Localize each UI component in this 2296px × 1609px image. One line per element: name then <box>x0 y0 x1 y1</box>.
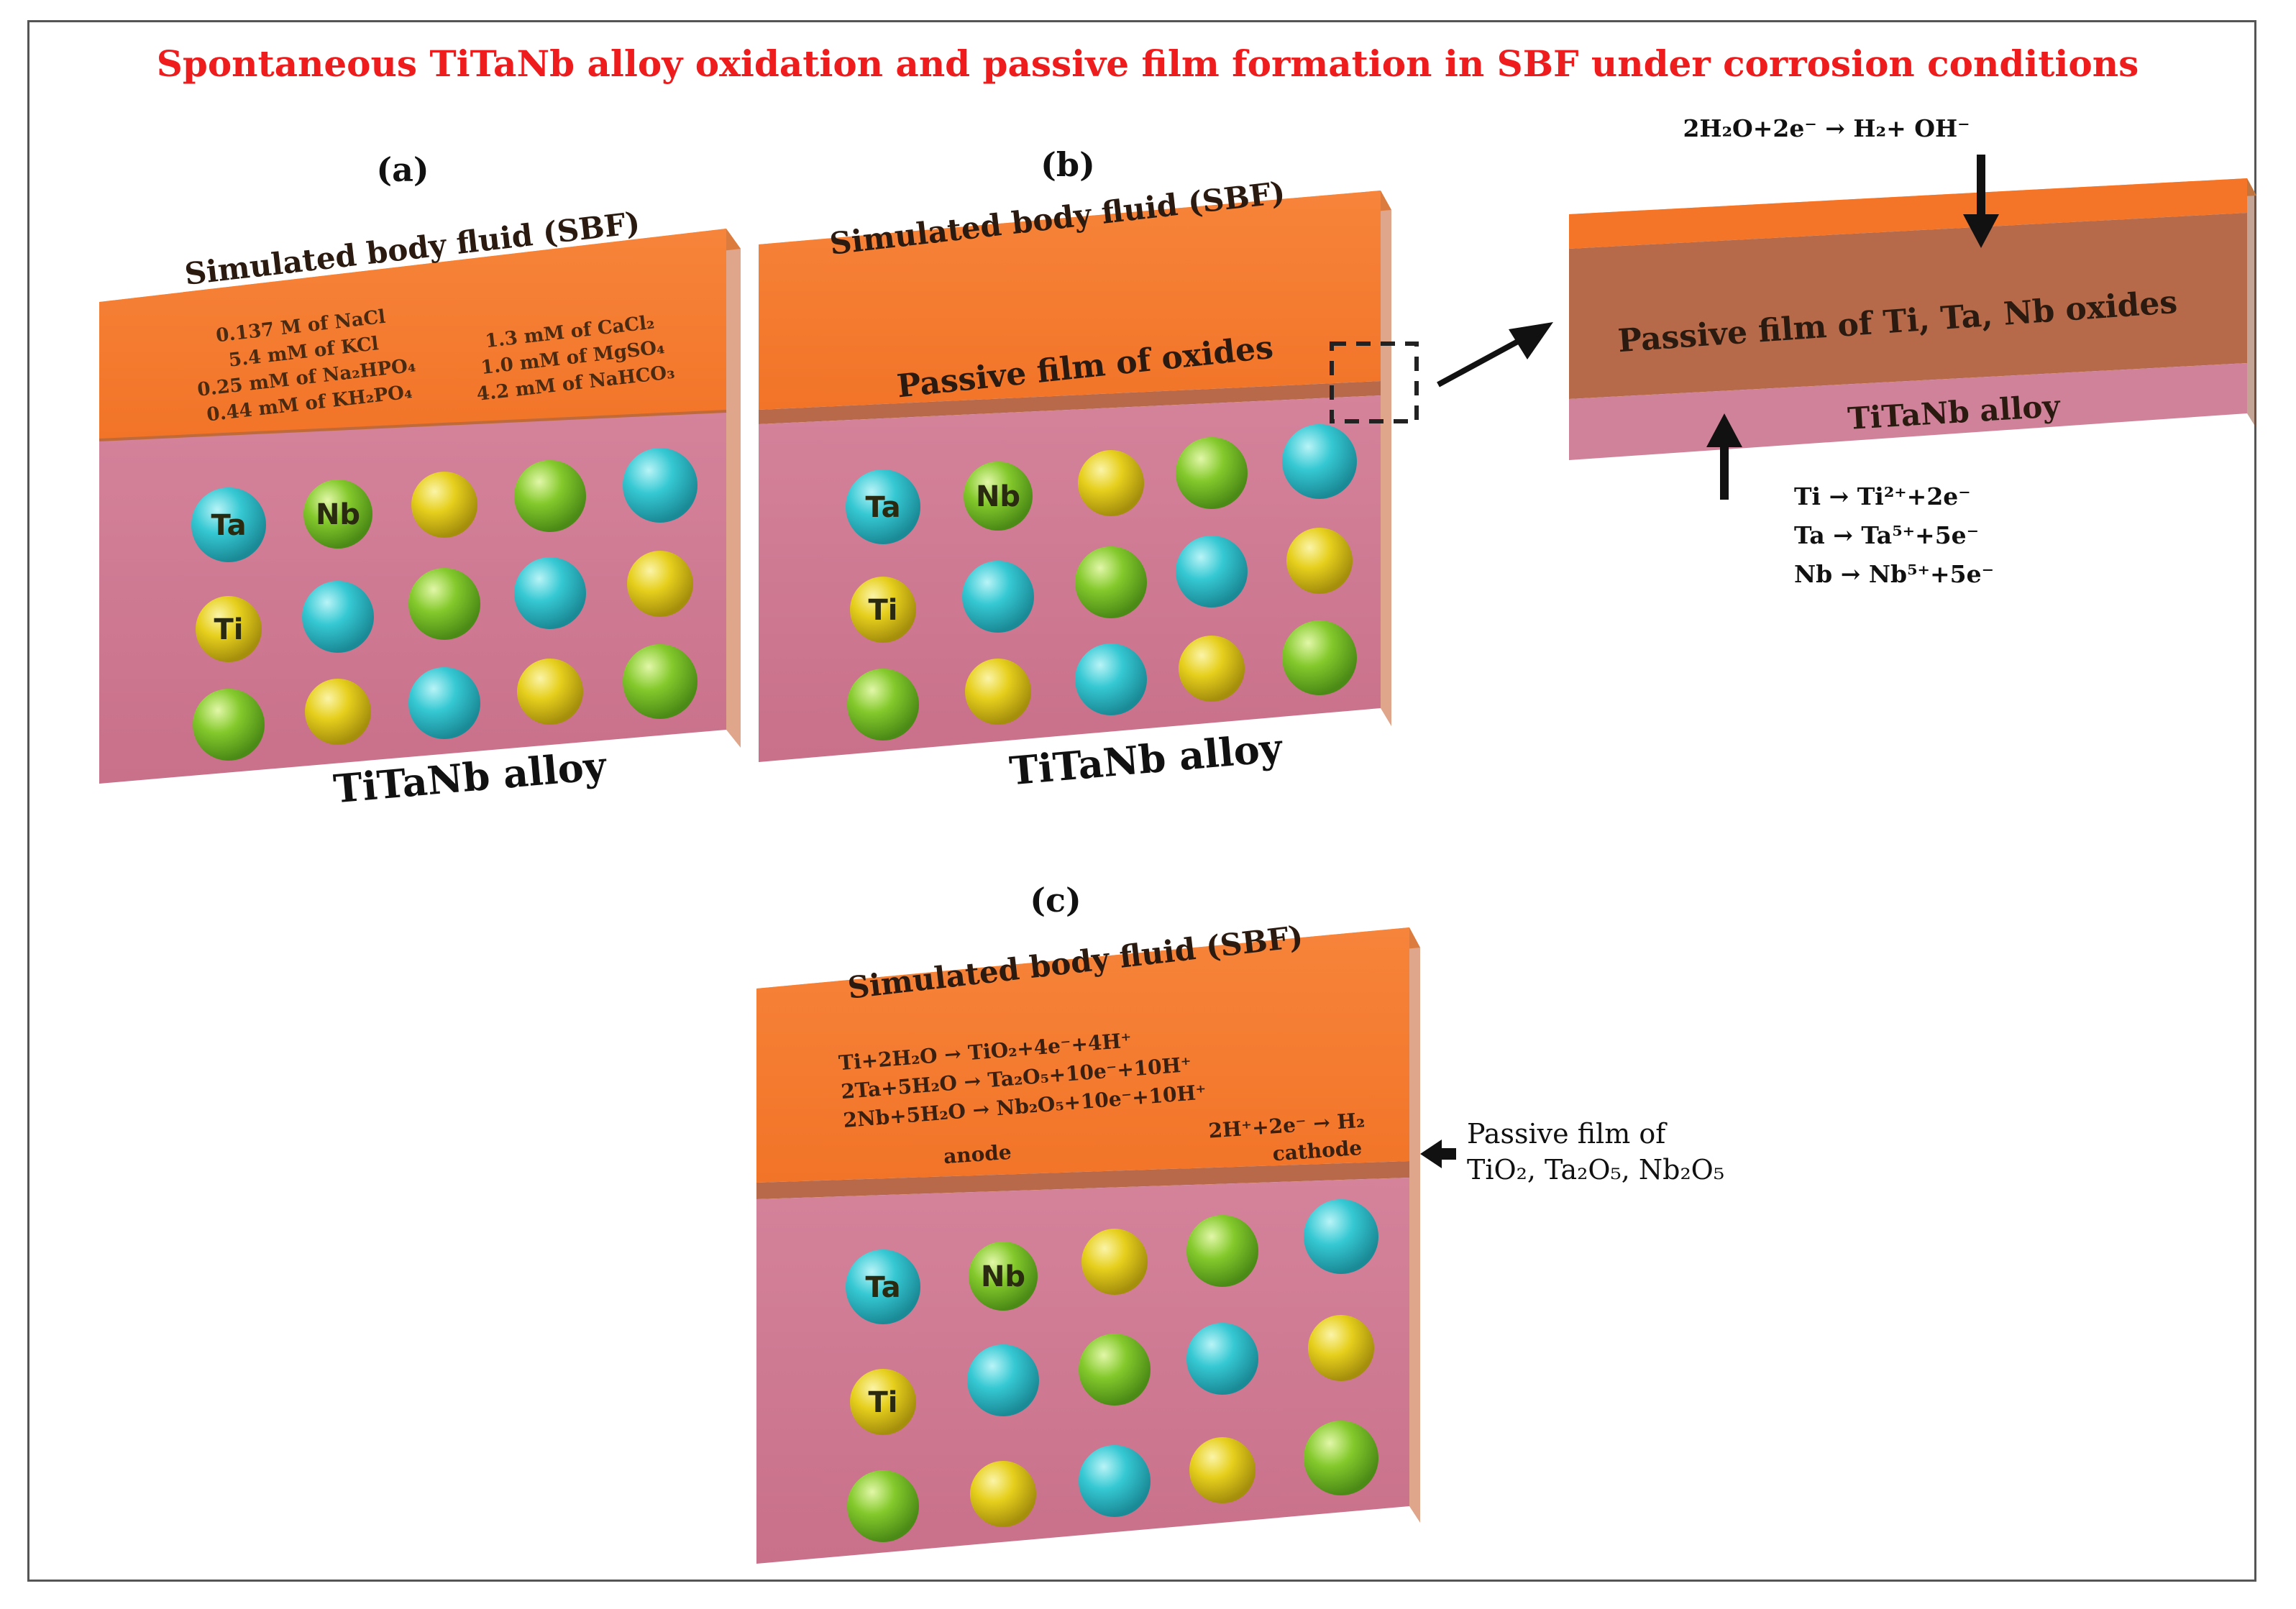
ta-atom <box>1079 1445 1151 1517</box>
nb-atom <box>847 1470 919 1542</box>
panel-c-fluid <box>756 927 1409 1183</box>
zoom-arrow <box>1437 335 1526 388</box>
panel-a-fluid <box>99 229 726 440</box>
ta-atom <box>846 469 920 544</box>
ta-atom-label: Ta <box>865 1271 900 1304</box>
ti-atom <box>305 679 371 745</box>
ti-atom-label: Ti <box>214 613 244 646</box>
panel-c-film-note-2: TiO₂, Ta₂O₅, Nb₂O₅ <box>1467 1154 1724 1186</box>
panel-c-anode-label: anode <box>943 1140 1012 1169</box>
panel-c-film-note-1: Passive film of <box>1467 1118 1668 1150</box>
ti-atom <box>965 659 1031 725</box>
panel-b-fluid <box>759 191 1381 410</box>
panel-a-label: (a) <box>376 150 429 189</box>
ta-atom-label: Ta <box>211 509 246 542</box>
ta-atom <box>1304 1199 1378 1274</box>
panel-b: (b) Simulated body fluid (SBF) Passive f… <box>759 145 1553 794</box>
ti-atom <box>970 1461 1036 1527</box>
nb-atom <box>193 689 265 761</box>
zoom-anode-eq-nb: Nb → Nb⁵⁺+5e⁻ <box>1794 560 1994 588</box>
zoom-region-box <box>1330 341 1419 423</box>
cathode-arrow-head <box>1963 214 1999 248</box>
ta-atom <box>1075 643 1147 715</box>
ti-atom <box>627 551 693 617</box>
ta-atom <box>846 1250 920 1324</box>
ta-atom <box>514 557 586 629</box>
ti-atom <box>196 596 262 662</box>
ta-atom <box>1282 424 1357 499</box>
ta-atom <box>1186 1323 1258 1395</box>
ti-atom <box>1308 1315 1374 1381</box>
ta-atom <box>967 1344 1039 1416</box>
nb-atom <box>1075 546 1147 618</box>
nb-atom <box>1186 1215 1258 1287</box>
ti-atom <box>1078 450 1144 516</box>
nb-atom <box>1304 1421 1378 1495</box>
nb-atom <box>1079 1334 1151 1406</box>
zoom-arrow-head <box>1509 322 1553 359</box>
film-pointer-arrow <box>1420 1140 1442 1168</box>
nb-atom <box>964 462 1033 531</box>
ti-atom <box>850 577 916 643</box>
ti-atom-label: Ti <box>869 594 898 627</box>
ta-atom <box>408 667 480 739</box>
zoom-anode-eq-ti: Ti → Ti²⁺+2e⁻ <box>1794 482 1971 510</box>
ta-atom <box>1176 536 1248 608</box>
ti-atom <box>1081 1229 1148 1295</box>
panel-a-atoms: Ta Nb Ti <box>191 448 698 761</box>
zoom-passive-film <box>1569 213 2247 399</box>
ta-atom <box>191 487 266 562</box>
zoom-anode-eq-ta: Ta → Ta⁵⁺+5e⁻ <box>1794 521 1979 549</box>
nb-atom <box>1176 437 1248 509</box>
ta-atom <box>962 561 1034 633</box>
nb-atom <box>623 644 698 719</box>
panel-c-label: (c) <box>1030 881 1081 920</box>
zoom-alloy <box>1569 363 2247 460</box>
panel-b-atoms: Ta Nb Ti <box>846 424 1357 741</box>
nb-atom <box>1282 620 1357 695</box>
nb-atom <box>514 460 586 532</box>
zoom-panel: 2H₂O+2e⁻ → H₂+ OH⁻ Passive film of Ti, T… <box>1569 114 2256 588</box>
anode-arrow-head <box>1706 413 1742 447</box>
ti-atom <box>517 659 583 725</box>
ti-atom-label: Ti <box>869 1386 898 1419</box>
panel-b-passive-film <box>759 381 1381 424</box>
ta-atom <box>302 581 374 653</box>
ta-atom <box>623 448 698 523</box>
ti-atom <box>850 1369 916 1435</box>
panel-c-atoms: Ta Nb Ti <box>846 1199 1378 1542</box>
nb-atom-label: Nb <box>316 498 360 531</box>
panel-b-label: (b) <box>1040 145 1095 184</box>
ti-atom <box>411 472 477 538</box>
nb-atom <box>408 568 480 640</box>
zoom-cathode-equation: 2H₂O+2e⁻ → H₂+ OH⁻ <box>1683 114 1970 142</box>
nb-atom <box>847 669 919 741</box>
ti-atom <box>1189 1437 1256 1503</box>
ti-atom <box>1179 636 1245 702</box>
ta-atom-label: Ta <box>865 491 900 524</box>
nb-atom-label: Nb <box>981 1260 1025 1293</box>
nb-atom <box>303 480 372 549</box>
panel-a: (a) Simulated body fluid (SBF) 0.137 M o… <box>99 150 741 812</box>
figure-frame <box>27 20 2256 1582</box>
zoom-fluid <box>1569 178 2247 249</box>
nb-atom-label: Nb <box>976 480 1020 513</box>
panel-c-passive-film <box>756 1161 1409 1199</box>
nb-atom <box>969 1242 1038 1311</box>
ti-atom <box>1286 528 1353 594</box>
panel-c: (c) Simulated body fluid (SBF) Ti+2H₂O →… <box>756 881 1724 1564</box>
figure-title: Spontaneous TiTaNb alloy oxidation and p… <box>157 42 2139 85</box>
